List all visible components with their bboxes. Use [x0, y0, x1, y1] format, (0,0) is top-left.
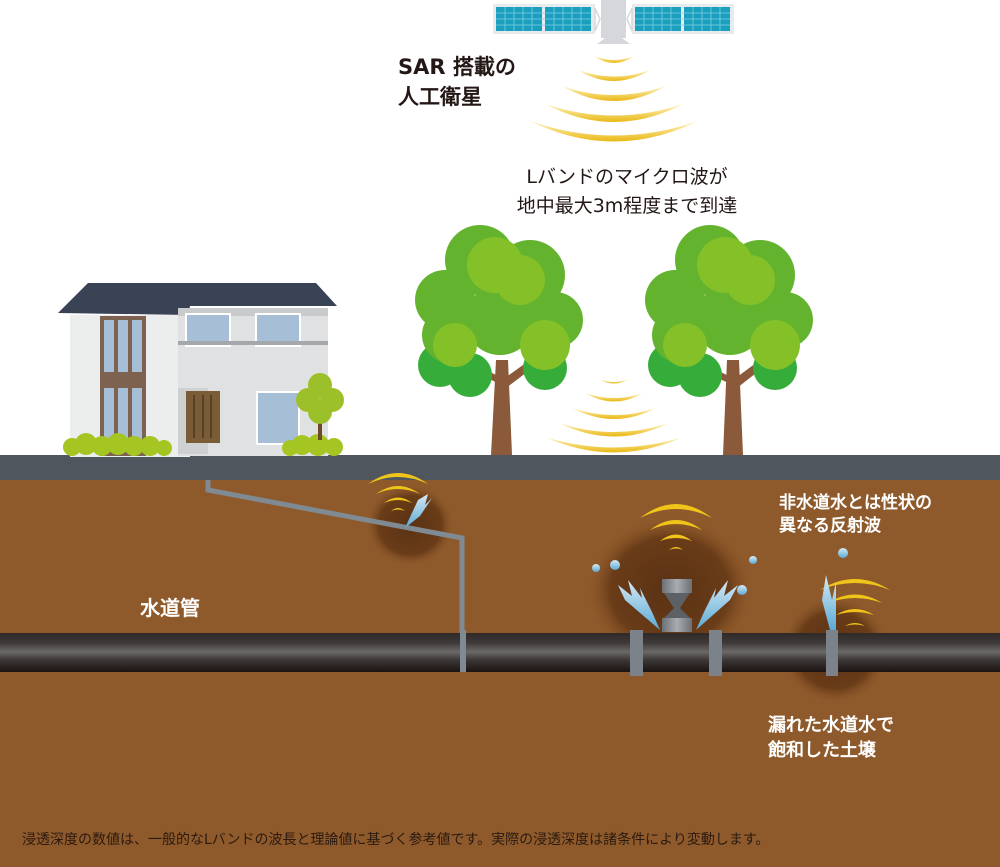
satellite-label: SAR 搭載の 人工衛星 — [398, 52, 516, 113]
water-spray-icon — [405, 494, 432, 528]
service-pipe-joint — [460, 630, 466, 672]
microwave-note-line1: Lバンドのマイクロ波が — [526, 166, 728, 188]
leak-wave-icon — [368, 473, 428, 511]
satellite-wave-icon — [530, 56, 698, 142]
tree-left-illustration — [415, 225, 583, 455]
reflection-wave-icon — [640, 504, 712, 550]
saturated-soil-note: 漏れた水道水で 飽和した土壌 — [768, 713, 894, 763]
reflection-wave-icon-2 — [820, 579, 890, 626]
ground-surface — [0, 455, 1000, 480]
house-illustration — [58, 283, 344, 457]
satellite-icon — [493, 0, 734, 44]
water-spray-icon-2 — [592, 548, 848, 630]
satellite-label-line2: 人工衛星 — [398, 85, 482, 110]
reflection-note: 非水道水とは性状の 異なる反射波 — [779, 492, 932, 538]
saturated-soil-note-line2: 飽和した土壌 — [768, 740, 876, 762]
reflection-note-line2: 異なる反射波 — [779, 515, 881, 536]
ground-wave-icon — [545, 379, 683, 453]
tree-right-illustration — [645, 225, 813, 455]
pipe-flange-icon — [630, 630, 838, 676]
microwave-note-line2: 地中最大3m程度まで到達 — [516, 194, 738, 217]
footnote: 浸透深度の数値は、一般的なLバンドの波長と理論値に基づく参考値です。実際の浸透深… — [22, 832, 770, 848]
satellite-label-line1: SAR 搭載の — [398, 55, 516, 79]
reflection-note-line1: 非水道水とは性状の — [779, 493, 932, 513]
saturated-soil-note-line1: 漏れた水道水で — [768, 715, 894, 736]
pipe-label: 水道管 — [140, 596, 200, 620]
service-pipe — [205, 480, 465, 668]
valve-icon — [662, 579, 692, 632]
microwave-note: Lバンドのマイクロ波が 地中最大3m程度まで到達 — [492, 163, 762, 220]
